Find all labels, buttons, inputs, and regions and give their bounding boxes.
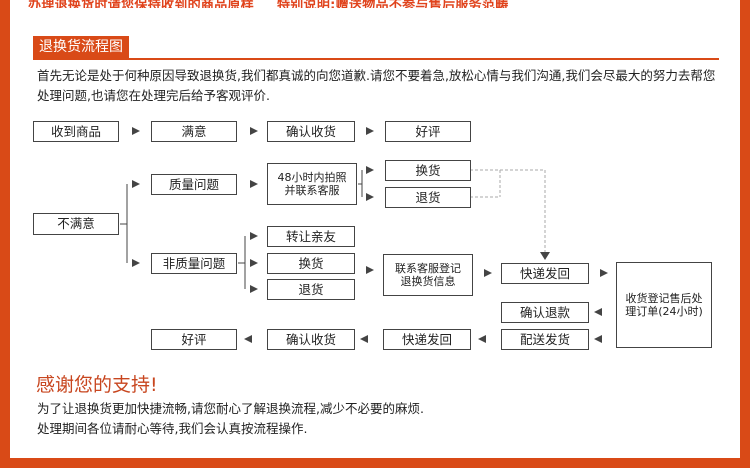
- arrow-express-receipt: [600, 269, 608, 277]
- node-confirm-receipt-bottom: 确认收货: [267, 329, 355, 350]
- node-return-quality: 退货: [385, 187, 471, 208]
- thanks-line-2: 处理期间各位请耐心等待,我们会认真按流程操作.: [37, 421, 308, 436]
- thanks-title: 感谢您的支持!: [36, 374, 158, 396]
- section-divider: [33, 58, 719, 60]
- arrow-express-confirm: [360, 335, 368, 343]
- node-satisfied: 满意: [151, 121, 237, 142]
- node-receipt-register: 收货登记售后处理订单(24小时): [616, 262, 712, 348]
- notice-left: 办理退换货时请您保持收到的商品原样: [28, 0, 255, 8]
- node-photo-contact: 48小时内拍照并联系客服: [267, 163, 357, 205]
- node-quality-issue: 质量问题: [151, 174, 237, 195]
- arrow-cs-express: [484, 269, 492, 277]
- arrow-photo-return: [366, 193, 374, 201]
- node-transfer-friend: 转让亲友: [267, 226, 355, 247]
- node-unsatisfied: 不满意: [33, 213, 119, 235]
- arrow-dashed-down: [540, 252, 550, 260]
- thanks-text: 为了让退换货更加快捷流畅,请您耐心了解退换流程,减少不必要的麻烦. 处理期间各位…: [37, 399, 717, 439]
- node-non-quality-issue: 非质量问题: [151, 253, 237, 274]
- arrow-confirm-review-bottom: [244, 335, 252, 343]
- arrow-quality-photo: [250, 180, 258, 188]
- arrow-to-non-quality: [132, 259, 140, 267]
- arrow-confirm-review: [366, 127, 374, 135]
- thanks-line-1: 为了让退换货更加快捷流畅,请您耐心了解退换流程,减少不必要的麻烦.: [37, 401, 424, 416]
- arrow-satisfied-confirm: [250, 127, 258, 135]
- node-return-non-quality: 退货: [267, 279, 355, 300]
- node-exchange-quality: 换货: [385, 160, 471, 181]
- arrow-photo-exchange: [366, 166, 374, 174]
- arrow-to-return-nq: [250, 285, 258, 293]
- arrow-to-ship: [594, 335, 602, 343]
- arrow-to-transfer: [250, 232, 258, 240]
- node-good-review-top: 好评: [385, 121, 471, 142]
- node-good-review-bottom: 好评: [151, 329, 237, 350]
- arrow-to-refund: [594, 308, 602, 316]
- node-exchange-non-quality: 换货: [267, 253, 355, 274]
- node-ship-out: 配送发货: [501, 329, 589, 350]
- node-express-return-bottom: 快递发回: [383, 329, 471, 350]
- top-notice: 办理退换货时请您保持收到的商品原样 特别说明:赠送物品不参与售后服务范畴: [28, 0, 728, 8]
- node-confirm-refund: 确认退款: [501, 302, 589, 323]
- node-cs-register: 联系客服登记退换货信息: [383, 254, 473, 296]
- section-title: 退换货流程图: [33, 36, 129, 58]
- node-express-return-right: 快递发回: [501, 263, 589, 284]
- node-confirm-receipt-top: 确认收货: [267, 121, 355, 142]
- arrow-received-satisfied: [132, 127, 140, 135]
- node-received: 收到商品: [33, 121, 119, 142]
- arrow-to-cs: [366, 266, 374, 274]
- intro-text: 首先无论是处于何种原因导致退换货,我们都真诚的向您道歉.请您不要着急,放松心情与…: [37, 68, 716, 103]
- arrow-to-quality: [132, 180, 140, 188]
- arrow-to-exchange-nq: [250, 259, 258, 267]
- arrow-ship-express: [478, 335, 486, 343]
- notice-right: 特别说明:赠送物品不参与售后服务范畴: [276, 0, 509, 8]
